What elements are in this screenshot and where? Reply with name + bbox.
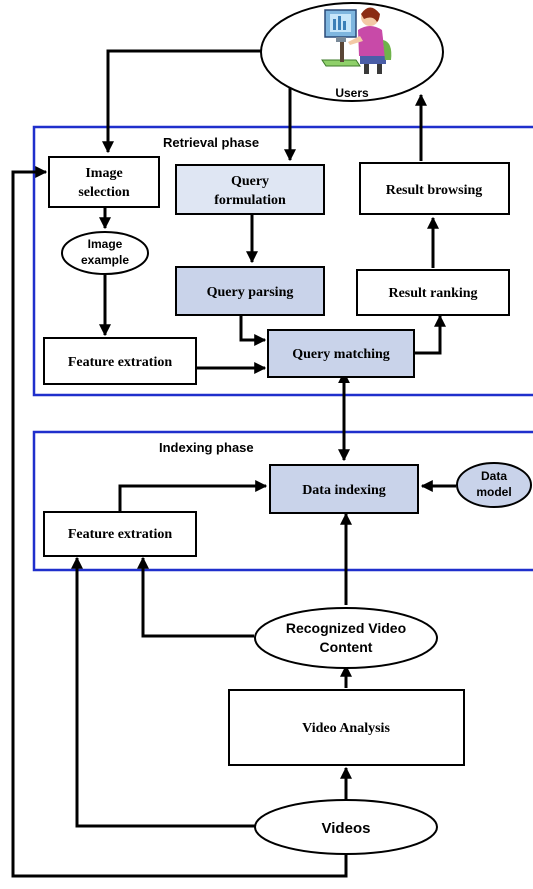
result-browsing-node — [359, 162, 510, 215]
users-node — [260, 2, 444, 102]
data-model-label-line1: Data — [481, 469, 507, 483]
retrieval-phase-frame — [32, 125, 533, 397]
image-selection-node — [48, 156, 160, 208]
data-model-node — [456, 462, 532, 508]
query-formulation-node — [175, 164, 325, 215]
users-label: Users — [335, 86, 369, 100]
image-selection-label-line2: selection — [78, 185, 130, 200]
query-matching-label: Query matching — [292, 347, 390, 362]
videos-node — [254, 799, 438, 855]
result-ranking-label: Result ranking — [388, 286, 477, 301]
content-to-feature-arrow — [137, 556, 254, 638]
data-indexing-label: Data indexing — [302, 483, 386, 498]
data-indexing-node — [269, 464, 419, 514]
recognized-video-content-node — [254, 607, 438, 669]
feature-to-indexing-arrow — [118, 480, 268, 511]
users-to-image-selection-arrow — [102, 49, 263, 154]
feature-extraction-indexing-label: Feature extration — [68, 527, 173, 542]
connectors — [11, 49, 456, 878]
query-formulation-label-line1: Query — [231, 174, 269, 189]
indexing-phase-frame — [32, 430, 533, 572]
result-ranking-node — [356, 269, 510, 316]
query-parsing-node — [175, 266, 325, 316]
parsing-to-matching-arrow — [239, 316, 267, 346]
result-browsing-label: Result browsing — [386, 183, 483, 198]
video-analysis-node — [228, 689, 465, 766]
image-example-label-line1: Image — [88, 237, 123, 251]
query-parsing-label: Query parsing — [207, 285, 294, 300]
image-example-label-line2: example — [81, 253, 129, 267]
data-model-label-line2: model — [476, 485, 511, 499]
video-analysis-label: Video Analysis — [302, 721, 390, 736]
user-at-computer-icon — [321, 7, 392, 74]
feature-extraction-indexing-node — [43, 511, 197, 557]
feature-extraction-retrieval-label: Feature extration — [68, 355, 173, 370]
image-example-node — [61, 231, 149, 275]
feature-extraction-retrieval-node — [43, 337, 197, 385]
videos-to-feature-arrow — [71, 556, 256, 828]
query-matching-node — [267, 329, 415, 378]
videos-label: Videos — [322, 820, 371, 837]
indexing-phase-title: Indexing phase — [159, 440, 254, 455]
matching-to-ranking-arrow — [414, 314, 446, 355]
recognized-content-label-line1: Recognized Video — [286, 620, 406, 636]
retrieval-phase-title: Retrieval phase — [163, 135, 259, 150]
query-formulation-label-line2: formulation — [214, 193, 286, 208]
videos-to-image-selection-arrow — [11, 166, 348, 878]
recognized-content-label-line2: Content — [320, 639, 373, 655]
image-selection-label-line1: Image — [85, 166, 122, 181]
